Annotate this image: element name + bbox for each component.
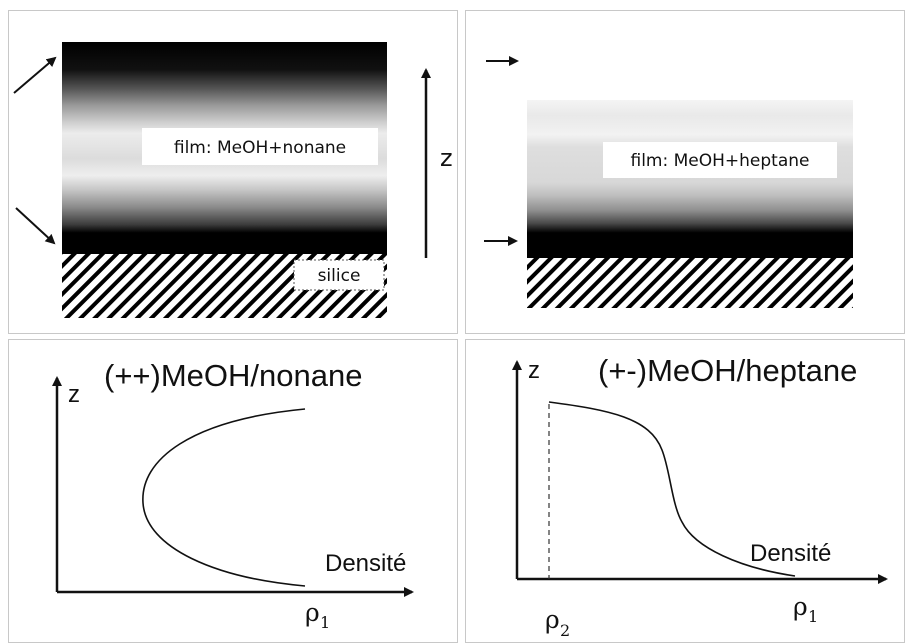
x-label-left: Densité [325, 550, 406, 577]
x-label-right: Densité [750, 540, 831, 567]
panel-bottom-left: (++)MeOH/nonane z Densité ρ 1 [52, 358, 414, 632]
title-heptane: (+-)MeOH/heptane [598, 353, 857, 388]
y-label-right: z [528, 357, 540, 384]
arrow-down-right [15, 207, 56, 245]
panel-top-left: film: MeOH+nonane silice z [13, 42, 453, 318]
rho1-right-sub: 1 [808, 607, 818, 626]
rho1-right: ρ [793, 592, 808, 621]
film-label-box-nonane [142, 128, 378, 165]
title-nonane: (++)MeOH/nonane [104, 358, 362, 393]
silice-label-box [293, 259, 385, 291]
panel-top-left-border [8, 10, 458, 334]
rho1-left: ρ [305, 598, 320, 627]
film-heptane [527, 100, 853, 258]
density-curve-heptane [548, 401, 796, 577]
film-label-nonane: film: MeOH+nonane [174, 138, 346, 158]
film-label-heptane: film: MeOH+heptane [631, 151, 810, 171]
film-label-box-heptane [603, 142, 837, 178]
panel-bottom-right: (+-)MeOH/heptane z Densité ρ 2 ρ 1 [512, 353, 888, 640]
density-curve-nonane [142, 408, 306, 587]
y-label-left: z [68, 381, 80, 408]
z-axis-label: z [440, 144, 453, 172]
panel-top-right: film: MeOH+heptane [484, 56, 853, 308]
silice-label: silice [318, 266, 361, 286]
substrate-hatch-right [527, 258, 853, 308]
rho1-left-sub: 1 [320, 613, 330, 632]
rho2-sub: 2 [560, 621, 570, 640]
arrow-up-right [13, 56, 57, 94]
rho2-label: ρ [545, 605, 560, 634]
